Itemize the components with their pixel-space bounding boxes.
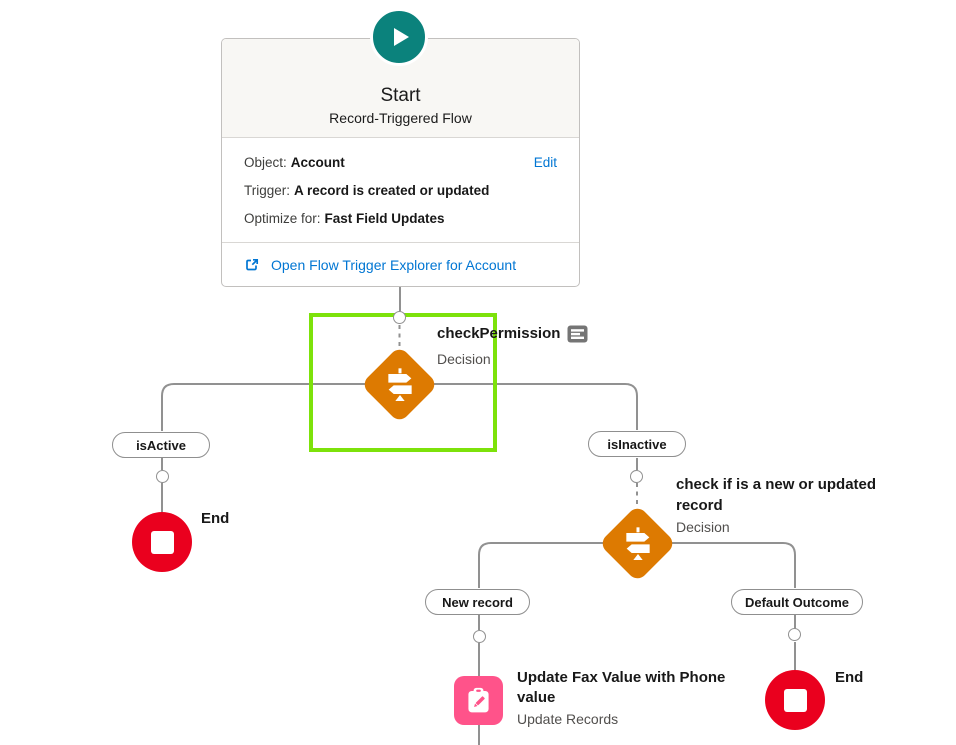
- description-icon: [567, 325, 588, 343]
- edit-link[interactable]: Edit: [533, 155, 557, 170]
- external-link-icon: [244, 257, 260, 273]
- end-node-left[interactable]: [132, 512, 192, 572]
- branch-label-isinactive: isInactive: [588, 431, 686, 457]
- end-left-label: End: [201, 510, 230, 527]
- end-right-label: End: [835, 669, 864, 686]
- start-field-trigger: Trigger:A record is created or updated: [244, 177, 557, 205]
- decision1-title: checkPermission: [437, 325, 561, 342]
- update-node-type: Update Records: [517, 711, 619, 727]
- decision2-label: check if is a new or updated record Deci…: [676, 474, 884, 537]
- object-label: Object:: [244, 155, 287, 170]
- trigger-label: Trigger:: [244, 183, 291, 198]
- branch-label-default-outcome: Default Outcome: [731, 589, 863, 615]
- start-node-icon[interactable]: [370, 8, 428, 66]
- decision2-title: check if is a new or updated record: [676, 476, 877, 514]
- branch-label-isactive: isActive: [112, 432, 210, 458]
- stop-icon: [783, 688, 807, 712]
- update-node-label: Update Fax Value with Phone value Update…: [517, 668, 735, 729]
- flow-trigger-explorer-link[interactable]: Open Flow Trigger Explorer for Account: [271, 256, 517, 273]
- end-node-right[interactable]: [765, 670, 825, 730]
- trigger-value: A record is created or updated: [294, 183, 490, 198]
- start-title: Start: [380, 85, 421, 106]
- start-card-body: Object:Account Edit Trigger:A record is …: [222, 138, 579, 233]
- decision2-type: Decision: [676, 519, 730, 535]
- connection-point-new-record[interactable]: [473, 630, 486, 643]
- start-node-card[interactable]: Start Record-Triggered Flow Object:Accou…: [221, 38, 580, 287]
- start-card-footer: Open Flow Trigger Explorer for Account: [222, 242, 579, 286]
- update-records-node[interactable]: [454, 676, 503, 725]
- clipboard-pencil-icon: [463, 685, 494, 716]
- optimize-value: Fast Field Updates: [324, 211, 445, 226]
- update-node-title: Update Fax Value with Phone value: [517, 669, 726, 706]
- play-icon: [386, 24, 412, 50]
- start-subtitle: Record-Triggered Flow: [329, 110, 472, 126]
- connection-point-isactive[interactable]: [156, 470, 169, 483]
- branch-label-new-record: New record: [425, 589, 530, 615]
- connection-point-isinactive[interactable]: [630, 470, 643, 483]
- decision1-label: checkPermission Decision: [437, 323, 637, 369]
- start-field-object: Object:Account Edit: [244, 149, 557, 177]
- connection-point-default-outcome[interactable]: [788, 628, 801, 641]
- start-field-optimize: Optimize for:Fast Field Updates: [244, 205, 557, 233]
- stop-icon: [150, 530, 174, 554]
- decision1-type: Decision: [437, 351, 491, 367]
- object-value: Account: [290, 155, 345, 170]
- optimize-label: Optimize for:: [244, 211, 321, 226]
- connection-point-after-start[interactable]: [393, 311, 406, 324]
